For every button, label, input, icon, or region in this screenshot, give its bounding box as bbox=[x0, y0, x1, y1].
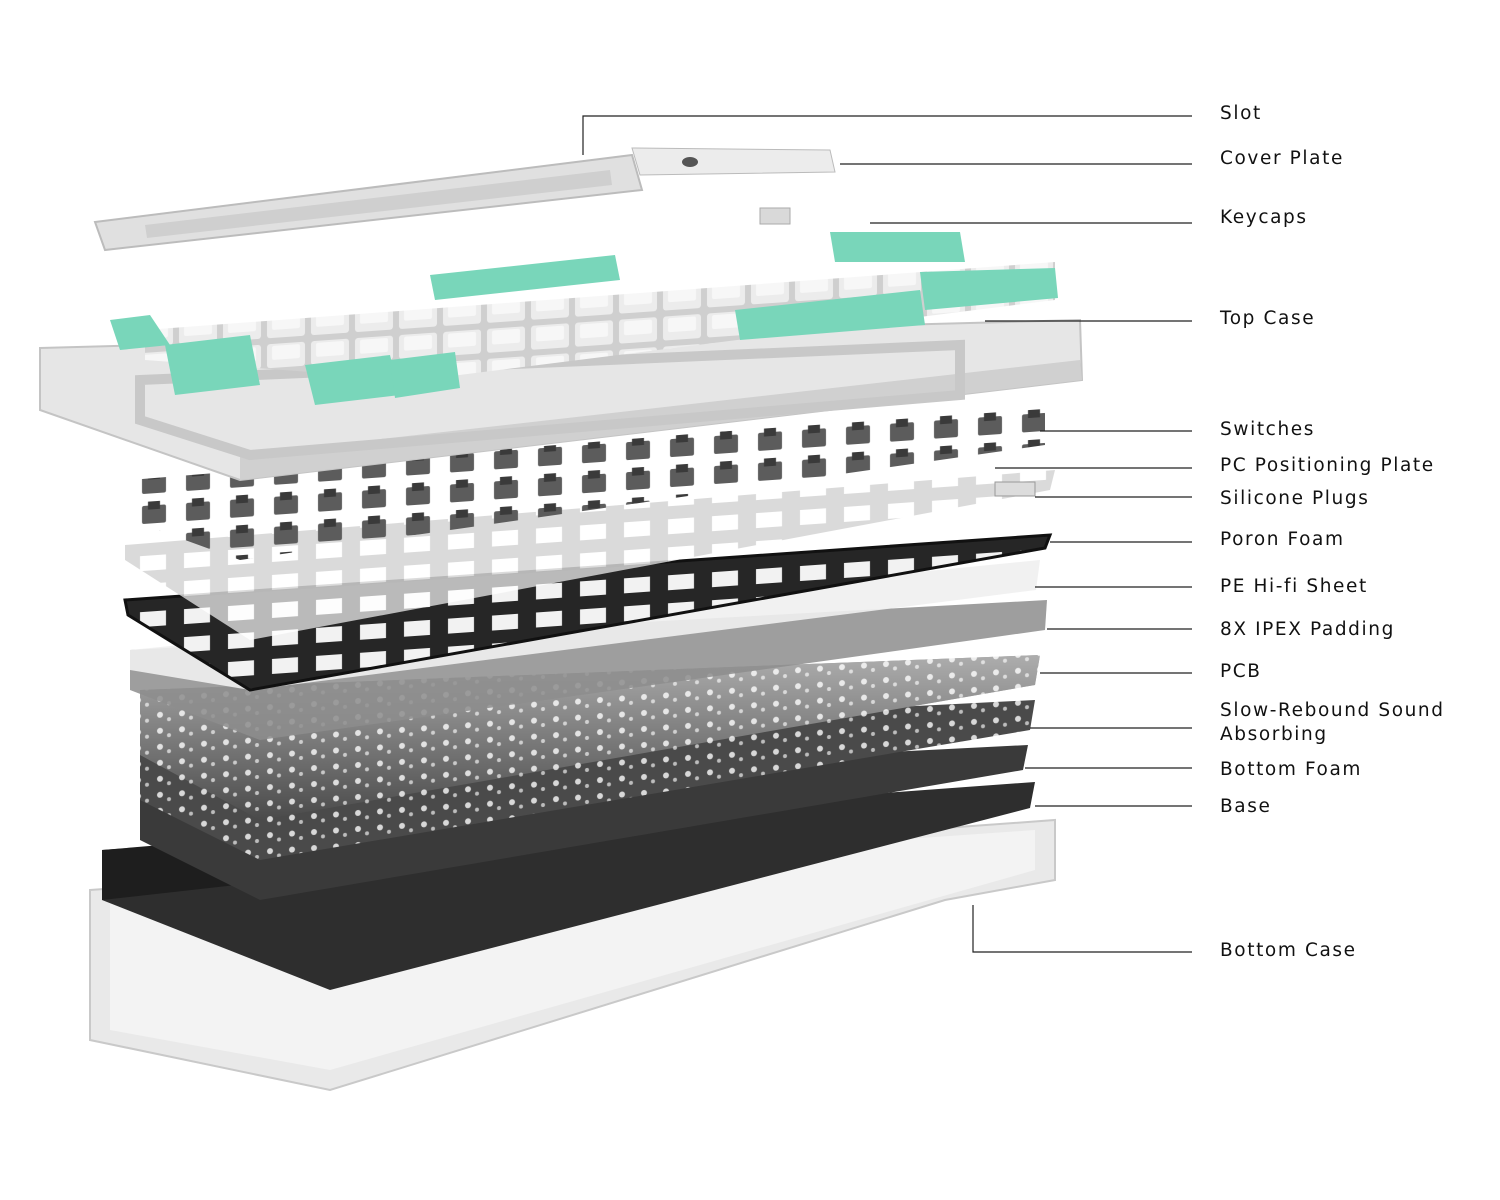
usb-receiver bbox=[759, 207, 791, 225]
label-slow-rebound-line2: Absorbing bbox=[1220, 724, 1328, 745]
label-top-case: Top Case bbox=[1220, 308, 1316, 329]
label-poron-foam: Poron Foam bbox=[1220, 529, 1345, 550]
silicone-plug bbox=[994, 481, 1036, 497]
slot bbox=[93, 153, 644, 252]
keycaps bbox=[110, 207, 1058, 405]
label-slow-rebound-line1: Slow-Rebound Sound bbox=[1220, 700, 1445, 721]
label-slot: Slot bbox=[1220, 103, 1262, 124]
label-switches: Switches bbox=[1220, 419, 1315, 440]
label-bottom-case: Bottom Case bbox=[1220, 940, 1357, 961]
switches-layer bbox=[130, 405, 1045, 560]
label-pc-positioning-plate: PC Positioning Plate bbox=[1220, 455, 1435, 476]
cover-plate bbox=[631, 147, 836, 176]
label-silicone-plugs: Silicone Plugs bbox=[1220, 488, 1370, 509]
label-base: Base bbox=[1220, 796, 1272, 817]
label-keycaps: Keycaps bbox=[1220, 207, 1308, 228]
label-pcb: PCB bbox=[1220, 661, 1262, 682]
poron-foam-layer bbox=[123, 533, 1053, 692]
ipex-padding-layer bbox=[130, 600, 1047, 740]
label-ipex-padding: 8X IPEX Padding bbox=[1220, 619, 1395, 640]
label-pe-hifi-sheet: PE Hi-fi Sheet bbox=[1220, 576, 1368, 597]
label-cover-plate: Cover Plate bbox=[1220, 148, 1344, 169]
label-bottom-foam: Bottom Foam bbox=[1220, 759, 1362, 780]
pc-positioning-plate-layer bbox=[125, 470, 1055, 640]
leader-lines bbox=[582, 115, 1192, 953]
